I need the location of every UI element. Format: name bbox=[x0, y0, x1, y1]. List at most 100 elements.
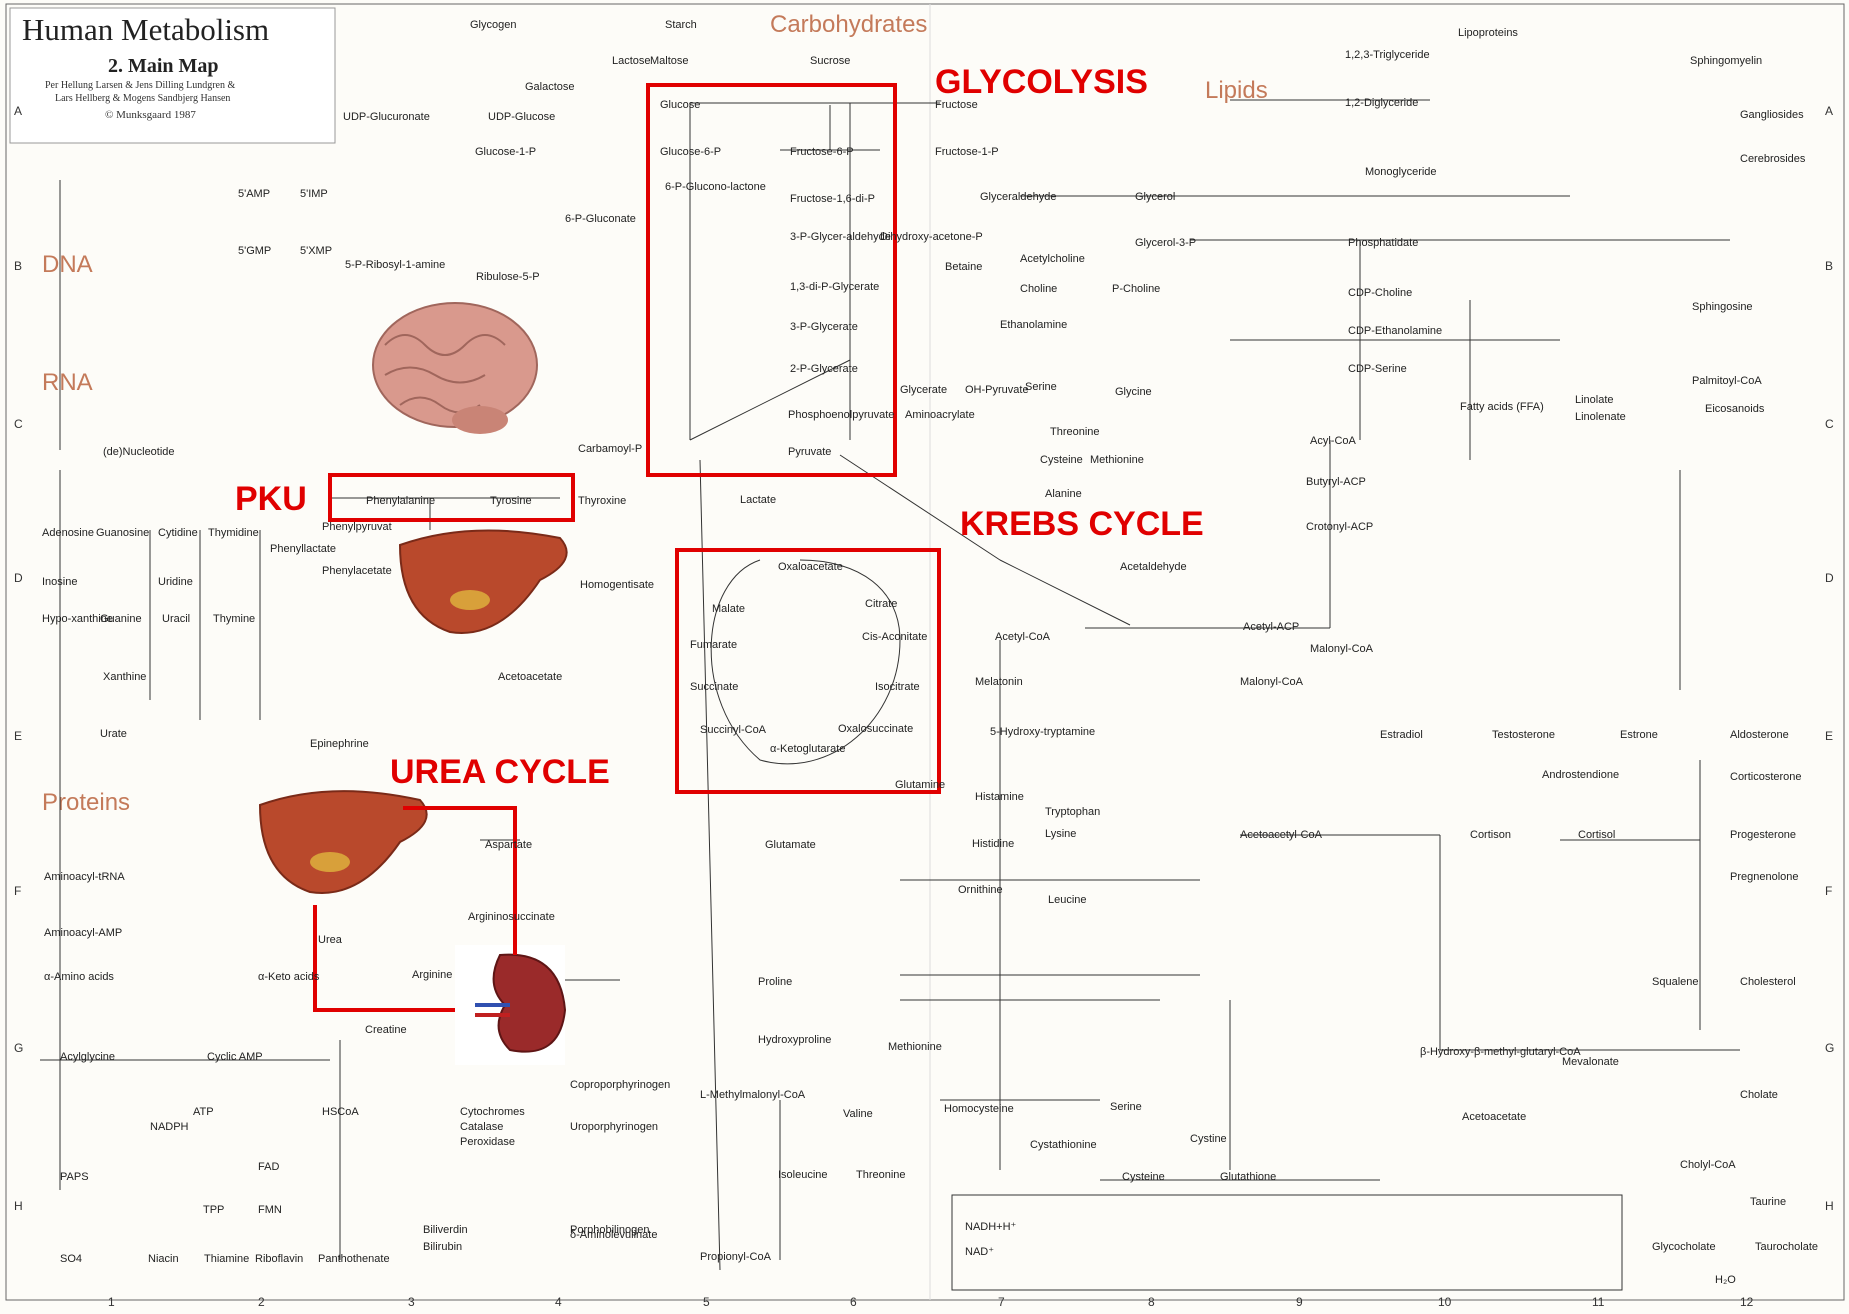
metabolite-hscoa: HSCoA bbox=[322, 1106, 359, 1118]
metabolite-threonine: Threonine bbox=[1050, 426, 1100, 438]
metabolite-cortisol: Cortisol bbox=[1578, 829, 1615, 841]
metabolite-aminoacrylate: Aminoacrylate bbox=[905, 409, 975, 421]
metabolite-guanosine: Guanosine bbox=[96, 527, 149, 539]
metabolite-succinate: Succinate bbox=[690, 681, 738, 693]
metabolite-udp-glucuronate: UDP-Glucuronate bbox=[343, 111, 430, 123]
metabolite-cholate: Cholate bbox=[1740, 1089, 1778, 1101]
metabolite-cysteine-2: Cysteine bbox=[1122, 1171, 1165, 1183]
metabolite-taurocholate: Taurocholate bbox=[1755, 1241, 1818, 1253]
svg-text:D: D bbox=[14, 571, 23, 585]
metabolite-panthothenate: Panthothenate bbox=[318, 1253, 390, 1265]
svg-text:H: H bbox=[1825, 1199, 1834, 1213]
metabolite-cholesterol: Cholesterol bbox=[1740, 976, 1796, 988]
metabolite-uridine: Uridine bbox=[158, 576, 193, 588]
metabolite-glyceraldehyde: Glyceraldehyde bbox=[980, 191, 1056, 203]
metabolite-phenylacetate: Phenylacetate bbox=[322, 565, 392, 577]
metabolite-phenyllactate: Phenyllactate bbox=[270, 543, 336, 555]
svg-text:5: 5 bbox=[703, 1295, 710, 1309]
metabolite-diglyceride: 1,2-Diglyceride bbox=[1345, 97, 1418, 109]
map-subtitle: 2. Main Map bbox=[108, 55, 219, 77]
kidney-illustration bbox=[455, 945, 565, 1065]
metabolite-creatine: Creatine bbox=[365, 1024, 407, 1036]
svg-text:A: A bbox=[14, 104, 22, 118]
metabolite-xanthine: Xanthine bbox=[103, 671, 146, 683]
metabolite-acetaldehyde: Acetaldehyde bbox=[1120, 561, 1187, 573]
metabolite-aminoacyl-amp: Aminoacyl-AMP bbox=[44, 927, 122, 939]
metabolite-imp: 5'IMP bbox=[300, 188, 328, 200]
metabolite-uracil: Uracil bbox=[162, 613, 190, 625]
svg-text:H: H bbox=[14, 1199, 23, 1213]
metabolite-linolenate: Linolenate bbox=[1575, 411, 1626, 423]
svg-text:10: 10 bbox=[1438, 1295, 1452, 1309]
metabolite-glycerol: Glycerol bbox=[1135, 191, 1175, 203]
metabolite-riboflavin: Riboflavin bbox=[255, 1253, 303, 1265]
metabolite-acyl-coa: Acyl-CoA bbox=[1310, 435, 1357, 447]
metabolite-dhap: Dihydroxy-acetone-P bbox=[880, 231, 983, 243]
metabolite-cytidine: Cytidine bbox=[158, 527, 198, 539]
svg-text:D: D bbox=[1825, 571, 1834, 585]
metabolite-guanine: Guanine bbox=[100, 613, 142, 625]
metabolite-hmg-coa: β-Hydroxy-β-methyl-glutaryl-CoA bbox=[1420, 1046, 1581, 1058]
metabolite-glycocholate: Glycocholate bbox=[1652, 1241, 1716, 1253]
metabolite-methylmalonyl-coa: L-Methylmalonyl-CoA bbox=[700, 1089, 806, 1101]
metabolite-glucose-6-p: Glucose-6-P bbox=[660, 146, 721, 158]
glycolysis-label: GLYCOLYSIS bbox=[935, 63, 1148, 101]
title-block: Human Metabolism 2. Main Map Per Hellung… bbox=[10, 8, 335, 143]
svg-text:8: 8 bbox=[1148, 1295, 1155, 1309]
metabolite-aldosterone: Aldosterone bbox=[1730, 729, 1789, 741]
metabolite-methionine-2: Methionine bbox=[888, 1041, 942, 1053]
metabolite-glycerol-3-p: Glycerol-3-P bbox=[1135, 237, 1196, 249]
metabolite-aminoacyl-trna: Aminoacyl-tRNA bbox=[44, 871, 125, 883]
svg-text:7: 7 bbox=[998, 1295, 1005, 1309]
metabolite-alanine: Alanine bbox=[1045, 488, 1082, 500]
metabolite-gluconate: 6-P-Gluconate bbox=[565, 213, 636, 225]
metabolite-cysteine: Cysteine bbox=[1040, 454, 1083, 466]
metabolite-acetyl-acp: Acetyl-ACP bbox=[1243, 621, 1299, 633]
metabolite-cystathionine: Cystathionine bbox=[1030, 1139, 1097, 1151]
metabolite-paps: PAPS bbox=[60, 1171, 89, 1183]
metabolite-uroporphyrinogen: Uroporphyrinogen bbox=[570, 1121, 658, 1133]
metabolite-alpha-keto-acids: α-Keto acids bbox=[258, 971, 320, 983]
metabolite-cis-aconitate: Cis-Aconitate bbox=[862, 631, 927, 643]
metabolite-acetyl-coa: Acetyl-CoA bbox=[995, 631, 1051, 643]
metabolite-propionyl-coa: Propionyl-CoA bbox=[700, 1251, 772, 1263]
metabolite-carbamoyl-p: Carbamoyl-P bbox=[578, 443, 642, 455]
metabolite-sucrose: Sucrose bbox=[810, 55, 850, 67]
metabolite-ethanolamine: Ethanolamine bbox=[1000, 319, 1067, 331]
metabolite-thymidine: Thymidine bbox=[208, 527, 259, 539]
metabolite-urate: Urate bbox=[100, 728, 127, 740]
metabolite-cortison: Cortison bbox=[1470, 829, 1511, 841]
urea-cycle-label: UREA CYCLE bbox=[390, 753, 610, 791]
metabolite-p-choline: P-Choline bbox=[1112, 283, 1160, 295]
metabolite-isoleucine: Isoleucine bbox=[778, 1169, 828, 1181]
metabolite-starch: Starch bbox=[665, 19, 697, 31]
svg-text:9: 9 bbox=[1296, 1295, 1303, 1309]
metabolite-succinyl-coa: Succinyl-CoA bbox=[700, 724, 767, 736]
metabolite-sphingosine: Sphingosine bbox=[1692, 301, 1753, 313]
metabolite-leucine: Leucine bbox=[1048, 894, 1087, 906]
svg-text:G: G bbox=[14, 1041, 23, 1055]
metabolite-fad: FAD bbox=[258, 1161, 279, 1173]
metabolite-nadph: NADPH bbox=[150, 1121, 189, 1133]
authors-line-2: Lars Hellberg & Mogens Sandbjerg Hansen bbox=[55, 93, 230, 104]
metabolite-histamine: Histamine bbox=[975, 791, 1024, 803]
svg-text:B: B bbox=[14, 259, 22, 273]
metabolite-aspartate: Aspartate bbox=[485, 839, 532, 851]
metabolite-pyruvate: Pyruvate bbox=[788, 446, 831, 458]
metabolite-melatonin: Melatonin bbox=[975, 676, 1023, 688]
metabolite-glucose: Glucose bbox=[660, 99, 700, 111]
metabolite-serine: Serine bbox=[1025, 381, 1057, 393]
map-title: Human Metabolism bbox=[22, 12, 269, 47]
metabolite-taurine: Taurine bbox=[1750, 1196, 1786, 1208]
svg-text:E: E bbox=[14, 729, 22, 743]
svg-text:11: 11 bbox=[1592, 1295, 1605, 1309]
metabolite-cdp-ethanolamine: CDP-Ethanolamine bbox=[1348, 325, 1442, 337]
metabolite-glutathione: Glutathione bbox=[1220, 1171, 1276, 1183]
metabolite-aminolevulinate: δ-Aminolevulinate bbox=[570, 1229, 657, 1241]
metabolite-estradiol: Estradiol bbox=[1380, 729, 1423, 741]
metabolite-de-nucleotide: (de)Nucleotide bbox=[103, 446, 175, 458]
svg-text:C: C bbox=[1825, 417, 1834, 431]
metabolite-alpha-amino-acids: α-Amino acids bbox=[44, 971, 114, 983]
